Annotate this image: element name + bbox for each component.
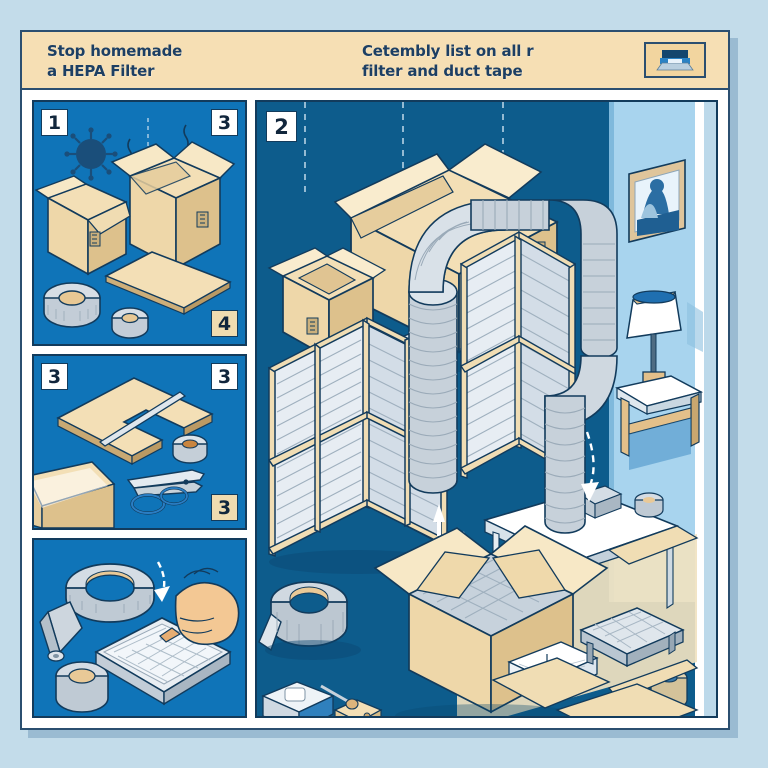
- tape-roll-icon: [172, 434, 208, 464]
- cardboard-box-open-icon: [110, 141, 236, 270]
- duct-tape-roll-small-icon: [111, 307, 149, 339]
- panel-assembly-room[interactable]: 2: [255, 100, 718, 718]
- duct-tape-roll-large-icon: [43, 282, 101, 328]
- table-lamp-icon: [626, 290, 703, 395]
- panel-badge: 3: [211, 494, 238, 521]
- cardboard-box-edge-icon: [34, 461, 116, 528]
- header-title-right: Cetembly list on all r filter and duct t…: [362, 42, 534, 80]
- open-book-icon: [491, 641, 611, 709]
- panel-materials[interactable]: 1 3 4: [32, 100, 247, 346]
- ruler-icon: [98, 391, 187, 447]
- cardboard-sheet-icon: [104, 251, 232, 316]
- panel-badge: 2: [266, 111, 297, 142]
- scissors-icon: [126, 469, 206, 515]
- duct-tape-roll-big-icon: [65, 563, 155, 623]
- small-box-with-screw-icon: [320, 684, 383, 716]
- header-title-left: Stop homemade a HEPA Filter: [47, 42, 183, 80]
- virus-particle-icon: [64, 127, 118, 181]
- filter-wall-stack-icon: [459, 230, 576, 480]
- cardboard-box-small-icon: [34, 175, 131, 276]
- panel-badge: 3: [211, 363, 238, 390]
- tape-roll-small-icon: [55, 661, 109, 713]
- panel-badge: 3: [41, 363, 68, 390]
- poster-body: 1 3 4: [22, 90, 728, 728]
- left-panel-column: 1 3 4: [32, 100, 247, 718]
- panel-badge: 3: [211, 109, 238, 136]
- printer-icon[interactable]: [644, 42, 706, 78]
- wipes-pack-icon: [261, 681, 335, 716]
- rolled-tape-tube-icon: [39, 601, 83, 662]
- single-filter-icon: [579, 607, 685, 668]
- hand-applying-tape-icon: [159, 567, 240, 646]
- panel-badge: 1: [41, 109, 68, 136]
- poster-card: Stop homemade a HEPA Filter Cetembly lis…: [20, 30, 730, 730]
- panel-taping-filter[interactable]: [32, 538, 247, 718]
- wall-picture-frame-icon: [628, 158, 686, 244]
- cardboard-scraps-icon: [555, 525, 699, 716]
- main-panel-column: 2: [255, 100, 718, 718]
- duct-pipe-icon: [408, 199, 618, 534]
- down-arrow-icon: [154, 561, 170, 602]
- panel-cut-frame[interactable]: 3 3 3: [32, 354, 247, 530]
- duct-tape-roll-icon: [258, 581, 361, 660]
- filter-cube-frame-icon: [267, 316, 448, 574]
- poster-header: Stop homemade a HEPA Filter Cetembly lis…: [22, 32, 728, 90]
- side-table-icon: [615, 375, 704, 470]
- panel-badge: 4: [211, 310, 238, 337]
